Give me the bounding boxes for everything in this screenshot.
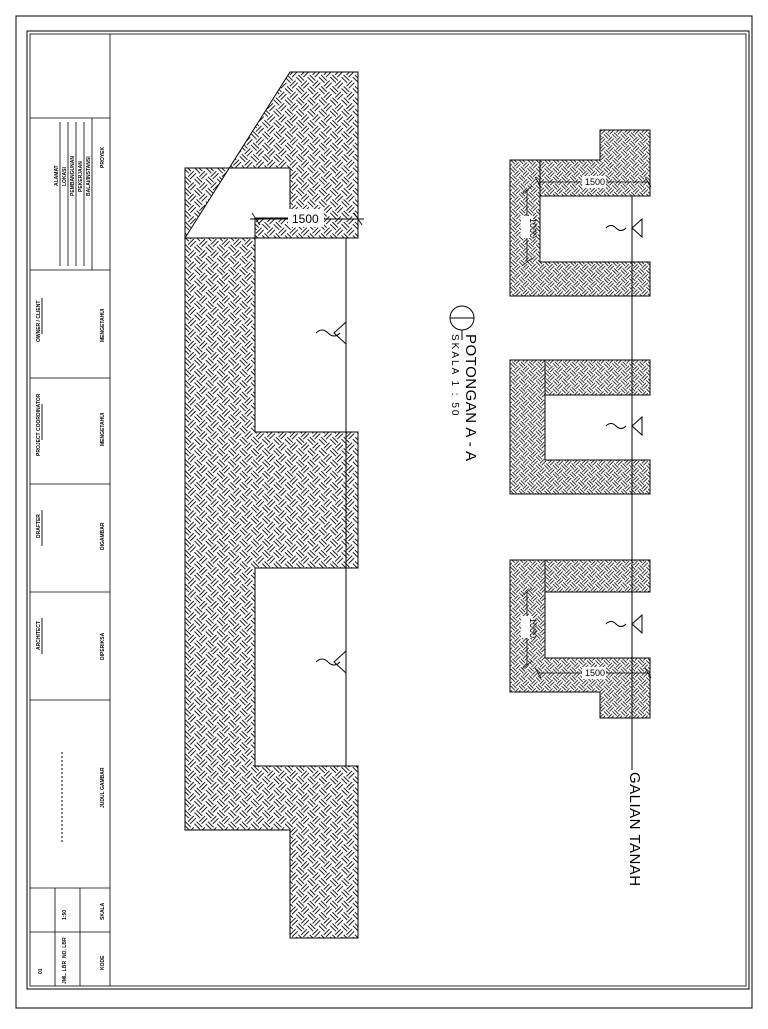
dim-width-small-bottom: 1500 — [585, 668, 605, 678]
tb-mengetahui-1: MENGETAHUI — [100, 308, 106, 342]
tb-project-line: LOKASI — [62, 167, 68, 187]
section-title: POTONGAN A - A — [462, 334, 479, 462]
tb-no-lbr: NO. LBR — [62, 937, 68, 958]
galian-tanah-label: GALIAN TANAH — [626, 772, 643, 887]
large-section-soil — [184, 71, 359, 939]
section-marker — [449, 305, 475, 340]
water-level-marker — [605, 217, 643, 635]
water-level-marker — [315, 320, 347, 675]
inner-frame-2 — [29, 33, 747, 987]
tb-project-line: BALAI/INSTANSI — [86, 156, 92, 196]
title-block — [30, 34, 111, 986]
tb-digambar: DIGAMBAR — [100, 522, 106, 550]
inner-frame — [26, 30, 750, 990]
tb-project-line: PEKERJAAN — [78, 161, 84, 192]
dim-depth-bottom: 1000 — [528, 618, 538, 638]
tb-judul-gambar: JUDUL GAMBAR — [100, 767, 106, 808]
tb-architect: ARCHITECT — [36, 621, 42, 650]
tb-skala: SKALA — [100, 902, 106, 920]
tb-diperiksa: DIPERIKSA — [100, 632, 106, 660]
outer-frame — [15, 15, 753, 1009]
section-scale: SKALA 1 : 50 — [449, 334, 460, 418]
tb-project-line: PEMBANGUNAN — [70, 156, 76, 196]
dim-depth-top: 1000 — [528, 218, 538, 238]
tb-owner: OWNER / CLIENT — [36, 301, 42, 342]
tb-skala-value: 1:50 — [62, 910, 68, 920]
tb-project-line: ALAMAT — [54, 165, 60, 186]
tb-mengetahui-2: MENGETAHUI — [100, 412, 106, 446]
dim-width-large-label: 1500 — [292, 212, 319, 226]
tb-kode: KODE — [100, 955, 106, 970]
title-block-texts: PROYEK BALAI/INSTANSI PEKERJAAN PEMBANGU… — [36, 146, 106, 984]
tb-drafter: DRAFTER — [36, 514, 42, 538]
dim-width-large — [250, 209, 364, 227]
dim-width-small-top: 1500 — [585, 177, 605, 187]
tb-project-heading: PROYEK — [100, 146, 106, 168]
dim-small — [521, 176, 652, 679]
tb-jml-lbr: JML. LBR — [62, 961, 68, 984]
tb-sheet-no: 01 — [38, 968, 44, 974]
tb-project-coordinator: PROJECT COORDINATOR — [36, 393, 42, 456]
